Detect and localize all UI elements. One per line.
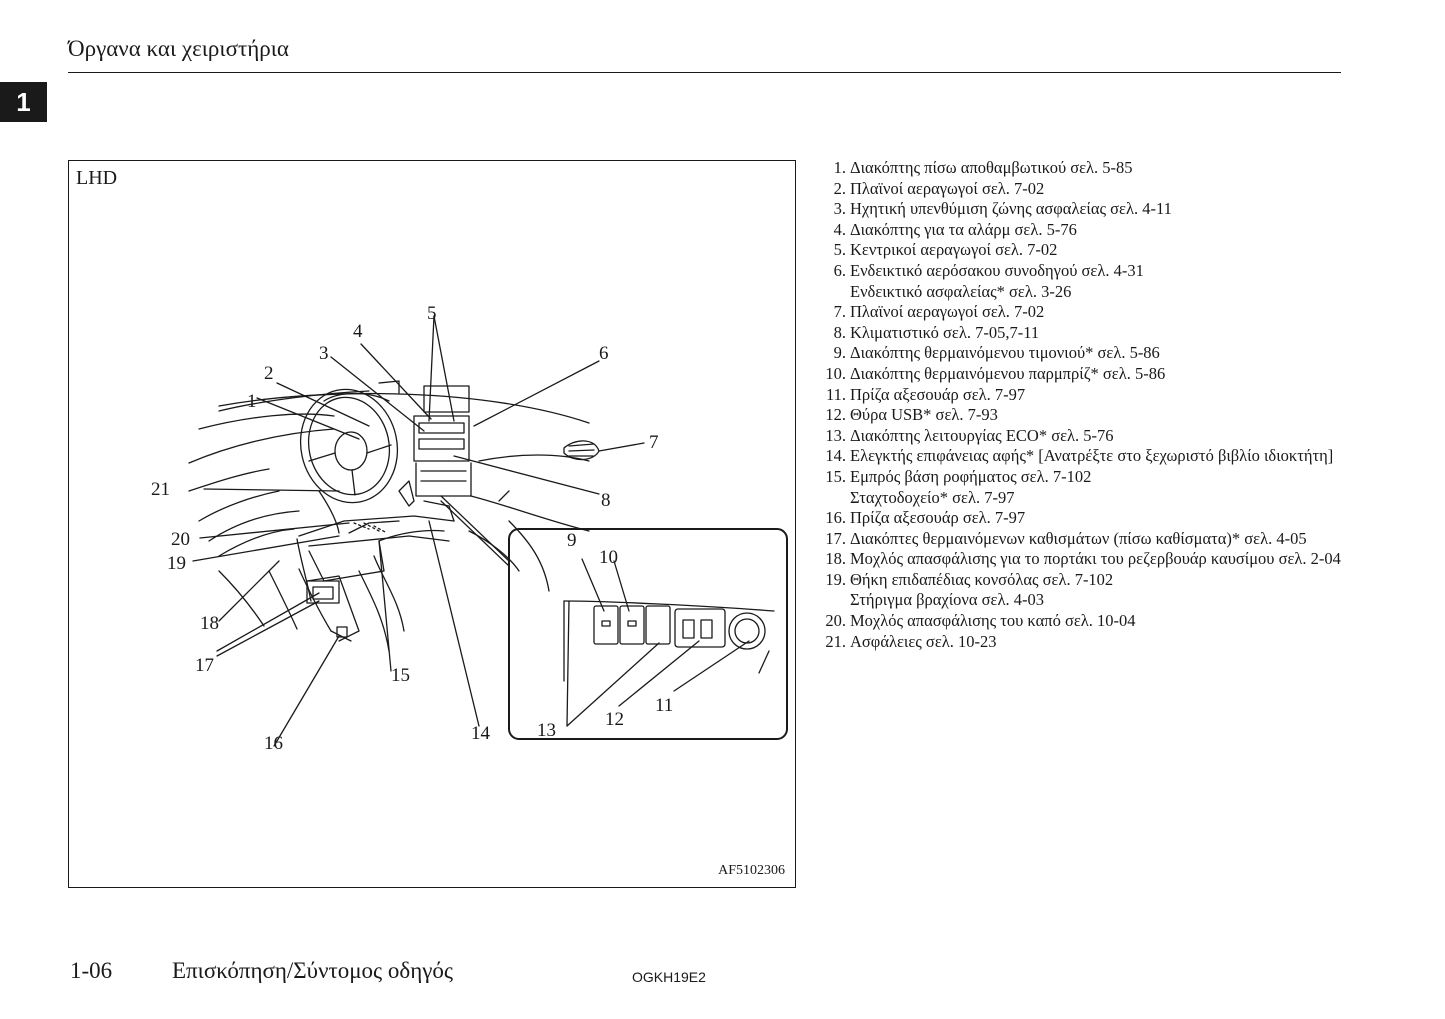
callout-3: 3	[319, 343, 329, 364]
legend-item-text: Κλιματιστικό σελ. 7-05,7-11	[850, 322, 1040, 342]
legend-item-text: Διακόπτης θερμαινόμενου παρμπρίζ* σελ. 5…	[850, 363, 1166, 383]
legend-item: 18.Μοχλός απασφάλισης για το πορτάκι του…	[812, 549, 1352, 570]
legend-item: 4.Διακόπτης για τα αλάρμ σελ. 5-76	[812, 220, 1352, 241]
header-rule	[68, 72, 1341, 73]
callout-13: 13	[537, 720, 556, 741]
legend-item-subline: Ενδεικτικό ασφαλείας* σελ. 3-26	[850, 281, 1072, 301]
legend-item-subline: Στήριγμα βραχίονα σελ. 4-03	[850, 590, 1044, 610]
legend-item-subline: Σταχτοδοχείο* σελ. 7-97	[850, 487, 1015, 507]
legend-item-text: Πρίζα αξεσουάρ σελ. 7-97	[850, 384, 1026, 404]
callout-12: 12	[605, 709, 624, 730]
callout-21: 21	[151, 479, 170, 500]
legend-item-text: Εμπρός βάση ροφήματος σελ. 7-102	[850, 466, 1092, 486]
legend-item-number: 17.	[825, 528, 846, 548]
callout-17: 17	[195, 655, 214, 676]
legend-item-text: Ελεγκτής επιφάνειας αφής* [Ανατρέξτε στο…	[850, 446, 1334, 466]
legend-item: 9.Διακόπτης θερμαινόμενου τιμονιού* σελ.…	[812, 343, 1352, 364]
figure-label: LHD	[76, 167, 118, 189]
legend-item: 13.Διακόπτης λειτουργίας ECO* σελ. 5-76	[812, 426, 1352, 447]
callout-2: 2	[264, 363, 274, 384]
legend-item: 11.Πρίζα αξεσουάρ σελ. 7-97	[812, 385, 1352, 406]
legend-item-text: Διακόπτης για τα αλάρμ σελ. 5-76	[850, 219, 1077, 239]
footer-page-number: 1-06	[70, 958, 113, 983]
legend-item-number: 8.	[833, 322, 846, 342]
footer-doc-code: OGKH19E2	[632, 969, 706, 985]
legend-item-text: Διακόπτες θερμαινόμενων καθισμάτων (πίσω…	[850, 528, 1307, 548]
callout-8: 8	[601, 490, 611, 511]
legend-item-text: Πρίζα αξεσουάρ σελ. 7-97	[850, 508, 1026, 528]
callout-6: 6	[599, 343, 609, 364]
legend-item: 1.Διακόπτης πίσω αποθαμβωτικού σελ. 5-85	[812, 158, 1352, 179]
legend-item: 6.Ενδεικτικό αερόσακου συνοδηγού σελ. 4-…	[812, 261, 1352, 282]
legend-item-number: 20.	[825, 611, 846, 631]
legend-item-number: 21.	[825, 631, 846, 651]
callout-10: 10	[599, 547, 618, 568]
callout-14: 14	[471, 723, 491, 744]
legend-item: 7.Πλαϊνοί αεραγωγοί σελ. 7-02	[812, 302, 1352, 323]
legend-item-number: 1.	[833, 158, 846, 177]
callout-16: 16	[264, 733, 283, 754]
legend-item-text: Μοχλός απασφάλισης για το πορτάκι του ρε…	[850, 549, 1341, 569]
legend-item-number: 12.	[825, 405, 846, 425]
dashboard-illustration: 1 2 3 4 5 6 7 8 9 10 11 12 13 14 15 16 1…	[151, 303, 788, 754]
legend-item-text: Θήκη επιδαπέδιας κονσόλας σελ. 7-102	[850, 569, 1114, 589]
legend-item-text: Διακόπτης πίσω αποθαμβωτικού σελ. 5-85	[850, 158, 1133, 177]
legend-item: 3.Ηχητική υπενθύμιση ζώνης ασφαλείας σελ…	[812, 199, 1352, 220]
legend-item-text: Ασφάλειες σελ. 10-23	[850, 631, 997, 651]
legend-item-text: Ηχητική υπενθύμιση ζώνης ασφαλείας σελ. …	[850, 199, 1172, 219]
legend-item: 15.Εμπρός βάση ροφήματος σελ. 7-102	[812, 467, 1352, 488]
legend-item: 2.Πλαϊνοί αεραγωγοί σελ. 7-02	[812, 179, 1352, 200]
legend-item-number: 7.	[833, 302, 846, 322]
legend-item-number: 5.	[833, 240, 846, 260]
legend-item-text: Διακόπτης λειτουργίας ECO* σελ. 5-76	[850, 425, 1114, 445]
legend-item-number: 18.	[825, 549, 846, 569]
callout-5: 5	[427, 303, 437, 324]
legend-item: 17.Διακόπτες θερμαινόμενων καθισμάτων (π…	[812, 529, 1352, 550]
legend-item-number: 19.	[825, 569, 846, 589]
legend-item-number: 6.	[833, 260, 846, 280]
callout-11: 11	[655, 695, 673, 716]
legend-item-number: 10.	[825, 363, 846, 383]
legend-item: 19.Θήκη επιδαπέδιας κονσόλας σελ. 7-102	[812, 570, 1352, 591]
legend-item-number: 16.	[825, 508, 846, 528]
legend-item-text: Διακόπτης θερμαινόμενου τιμονιού* σελ. 5…	[850, 343, 1160, 363]
legend-item: 14.Ελεγκτής επιφάνειας αφής* [Ανατρέξτε …	[812, 446, 1352, 467]
legend-item-text: Κεντρικοί αεραγωγοί σελ. 7-02	[850, 240, 1058, 260]
legend-item: 16.Πρίζα αξεσουάρ σελ. 7-97	[812, 508, 1352, 529]
legend-item-number: 4.	[833, 219, 846, 239]
callout-1: 1	[247, 391, 257, 412]
legend-item-text: Πλαϊνοί αεραγωγοί σελ. 7-02	[850, 178, 1045, 198]
page-header-title: Όργανα και χειριστήρια	[68, 36, 289, 61]
callout-4: 4	[353, 321, 363, 342]
legend-item: 12.Θύρα USB* σελ. 7-93	[812, 405, 1352, 426]
legend-item-number: 11.	[825, 384, 846, 404]
legend-item-text: Πλαϊνοί αεραγωγοί σελ. 7-02	[850, 302, 1045, 322]
legend-item-number: 15.	[825, 466, 846, 486]
chapter-tab: 1	[0, 82, 47, 122]
callout-9: 9	[567, 530, 577, 551]
legend-item-text: Ενδεικτικό αερόσακου συνοδηγού σελ. 4-31	[850, 260, 1144, 280]
legend-item: 21.Ασφάλειες σελ. 10-23	[812, 632, 1352, 653]
legend-list: 1.Διακόπτης πίσω αποθαμβωτικού σελ. 5-85…	[812, 158, 1352, 652]
legend-item-number: 14.	[825, 446, 846, 466]
figure-code: AF5102306	[718, 863, 785, 878]
callout-7: 7	[649, 432, 659, 453]
footer-section-title: Επισκόπηση/Σύντομος οδηγός	[172, 958, 454, 983]
legend-item: 5.Κεντρικοί αεραγωγοί σελ. 7-02	[812, 240, 1352, 261]
callout-18: 18	[200, 613, 219, 634]
legend-item-text: Θύρα USB* σελ. 7-93	[850, 405, 998, 425]
legend-item-text: Μοχλός απασφάλισης του καπό σελ. 10-04	[850, 611, 1136, 631]
callout-20: 20	[171, 529, 190, 550]
legend-item-number: 9.	[833, 343, 846, 363]
legend-item: 20.Μοχλός απασφάλισης του καπό σελ. 10-0…	[812, 611, 1352, 632]
callout-15: 15	[391, 665, 410, 686]
callout-19: 19	[167, 553, 186, 574]
legend-item-number: 3.	[833, 199, 846, 219]
legend-item-number: 13.	[825, 425, 846, 445]
legend-item: 8.Κλιματιστικό σελ. 7-05,7-11	[812, 323, 1352, 344]
dashboard-figure: 1 2 3 4 5 6 7 8 9 10 11 12 13 14 15 16 1…	[68, 160, 796, 888]
legend-item-number: 2.	[833, 178, 846, 198]
legend-item: 10.Διακόπτης θερμαινόμενου παρμπρίζ* σελ…	[812, 364, 1352, 385]
